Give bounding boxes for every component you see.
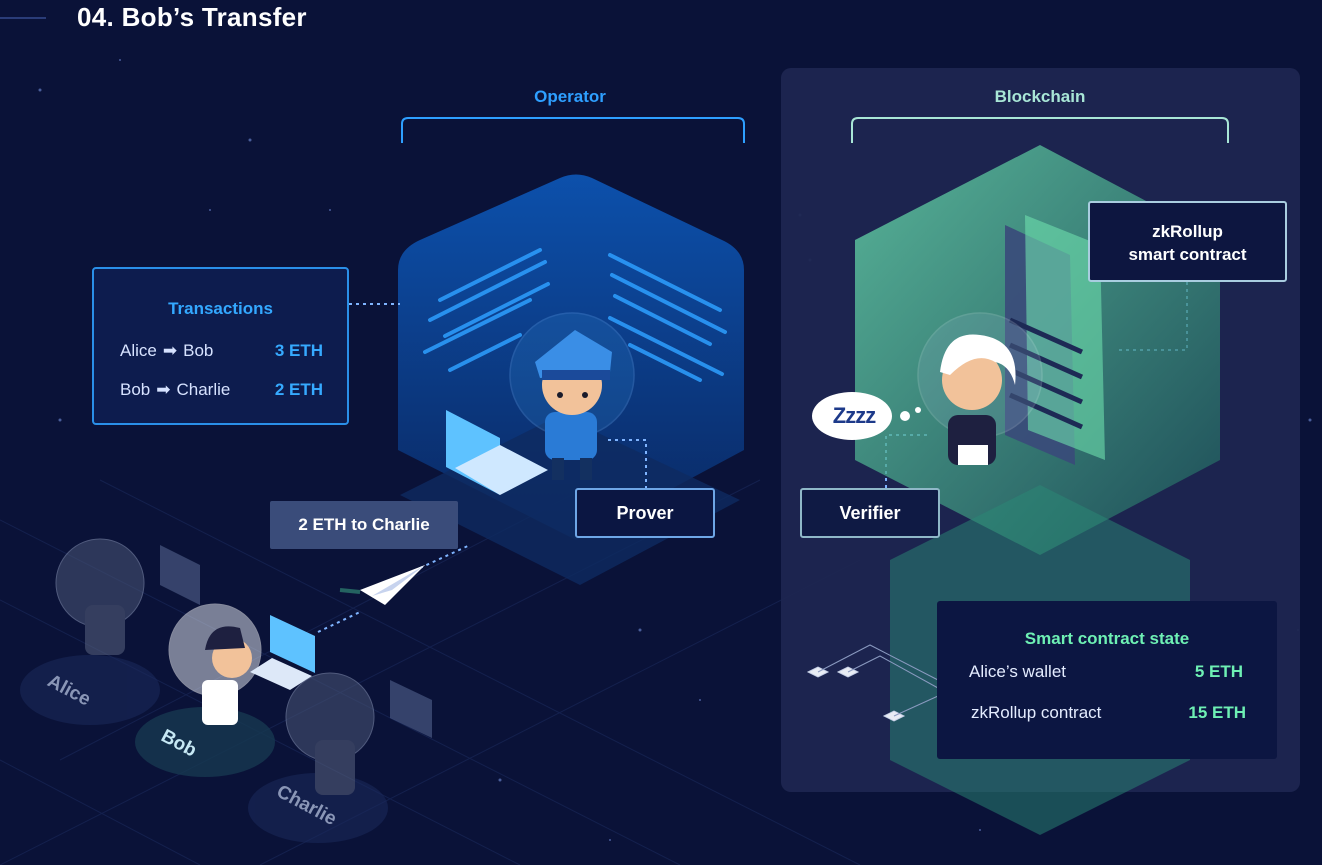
- state-row: Alice’s wallet 5 ETH: [969, 662, 1243, 682]
- code-lines: [423, 248, 727, 382]
- state-row: zkRollup contract 15 ETH: [971, 703, 1246, 723]
- tx-from: Alice: [120, 341, 157, 360]
- operator-label: Operator: [534, 87, 606, 106]
- tx-amount: 3 ETH: [274, 341, 323, 360]
- header-line: [0, 17, 46, 19]
- network-nodes: [806, 644, 939, 722]
- zkrollup-contract-box: zkRollup smart contract: [1088, 201, 1287, 282]
- verifier-label: Verifier: [800, 488, 940, 538]
- prover-label: Prover: [575, 488, 715, 538]
- transactions-box: Transactions Alice ➡ Bob 3 ETH Bob ➡ Charlie…: [92, 267, 349, 425]
- tx-to: Charlie: [176, 380, 231, 399]
- charlie-figure: [248, 672, 432, 843]
- blockchain-bracket: [851, 117, 1229, 143]
- contract-line1: zkRollup: [1152, 222, 1223, 241]
- contract-line2: smart contract: [1128, 245, 1247, 264]
- operator-laptop: [446, 410, 548, 495]
- tx-amount: 2 ETH: [274, 380, 323, 399]
- state-value: 5 ETH: [1194, 662, 1243, 681]
- transaction-row: Bob ➡ Charlie 2 ETH: [120, 380, 323, 400]
- police-operator-character: [509, 312, 635, 480]
- sleep-bubble-icon: [812, 392, 921, 440]
- paper-plane-icon: [339, 565, 425, 605]
- transactions-title: Transactions: [168, 299, 273, 318]
- arrow-right-icon: ➡: [156, 380, 171, 399]
- transfer-message: 2 ETH to Charlie: [270, 501, 458, 549]
- transaction-row: Alice ➡ Bob 3 ETH: [120, 341, 323, 361]
- sleep-text: Zzzz: [832, 403, 876, 428]
- scientist-verifier-character: [917, 312, 1043, 465]
- bob-figure: [135, 603, 315, 777]
- tx-from: Bob: [120, 380, 151, 399]
- state-title: Smart contract state: [1024, 629, 1190, 648]
- state-label: zkRollup contract: [971, 703, 1102, 722]
- blockchain-label: Blockchain: [994, 87, 1086, 106]
- contract-state-box: Smart contract state Alice’s wallet 5 ET…: [937, 601, 1277, 759]
- state-label: Alice’s wallet: [969, 662, 1067, 681]
- arrow-right-icon: ➡: [162, 341, 178, 360]
- state-value: 15 ETH: [1188, 703, 1246, 722]
- tx-to: Bob: [183, 341, 214, 360]
- sleep-bubble: Zzzz: [815, 393, 893, 439]
- operator-bracket: [401, 117, 745, 143]
- alice-figure: [20, 538, 200, 725]
- page-title: 04. Bob’s Transfer: [77, 2, 307, 32]
